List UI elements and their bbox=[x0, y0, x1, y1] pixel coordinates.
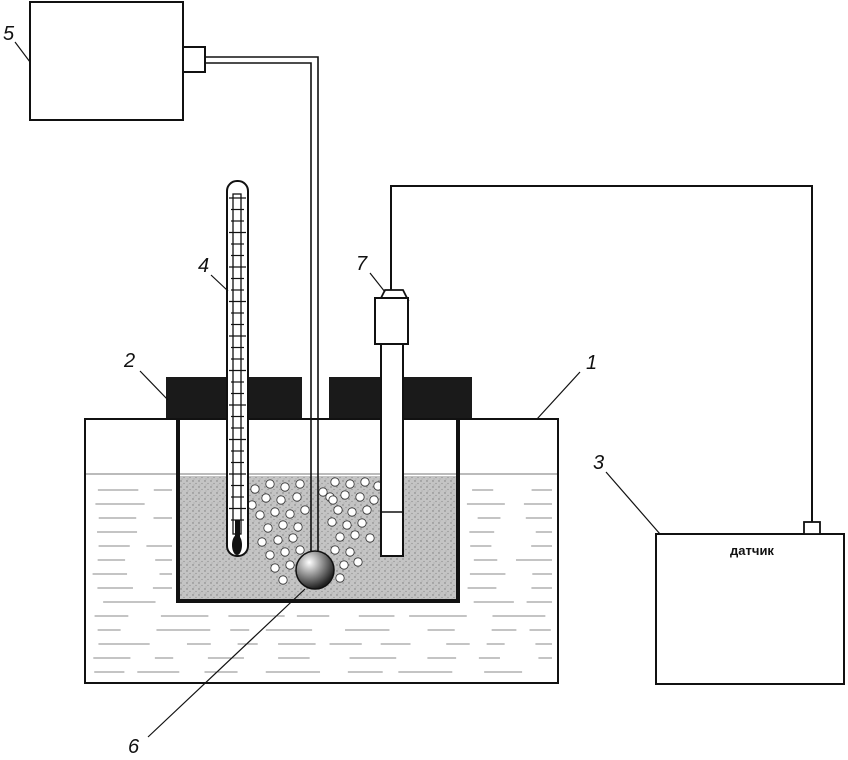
label-3: 3 bbox=[593, 452, 604, 474]
label-1: 1 bbox=[586, 352, 597, 374]
thermometer bbox=[226, 180, 249, 557]
gas-bubble-icon bbox=[278, 575, 288, 585]
gas-bubble-icon bbox=[292, 492, 302, 502]
gas-bubble-icon bbox=[330, 477, 340, 487]
gas-bubble-icon bbox=[360, 477, 370, 487]
gas-bubble-icon bbox=[347, 507, 357, 517]
gas-bubble-icon bbox=[295, 479, 305, 489]
gas-bubble-icon bbox=[342, 520, 352, 530]
gas-bubble-icon bbox=[362, 505, 372, 515]
gas-bubble-icon bbox=[280, 482, 290, 492]
water-hatching bbox=[92, 489, 552, 673]
label-5: 5 bbox=[3, 23, 15, 45]
gas-bubble-icon bbox=[355, 492, 365, 502]
gas-bubble-icon bbox=[278, 520, 288, 530]
label-6: 6 bbox=[128, 736, 140, 758]
gas-bubble-icon bbox=[318, 487, 328, 497]
lid bbox=[166, 377, 472, 418]
gas-bubble-icon bbox=[345, 479, 355, 489]
gas-bubble-icon bbox=[265, 550, 275, 560]
gas-tube bbox=[205, 56, 319, 560]
label-7: 7 bbox=[356, 253, 368, 275]
gas-bubble-icon bbox=[257, 537, 267, 547]
gas-sphere-icon bbox=[295, 550, 335, 590]
gas-bubble-icon bbox=[265, 479, 275, 489]
gas-bubble-icon bbox=[276, 495, 286, 505]
gas-bubble-icon bbox=[288, 533, 298, 543]
callouts: 5 4 7 2 1 3 6 bbox=[3, 23, 661, 758]
gas-bubble-icon bbox=[350, 530, 360, 540]
gas-bubble-icon bbox=[330, 545, 340, 555]
gas-bubble-icon bbox=[261, 493, 271, 503]
gas-bubble-icon bbox=[340, 490, 350, 500]
gas-bubbles bbox=[247, 477, 383, 585]
label-4: 4 bbox=[198, 255, 209, 277]
gas-bubble-icon bbox=[345, 547, 355, 557]
gas-bubble-icon bbox=[335, 573, 345, 583]
gas-bubble-icon bbox=[357, 518, 367, 528]
electrode-cable bbox=[390, 185, 813, 522]
gas-bubble-icon bbox=[263, 523, 273, 533]
gas-bubble-icon bbox=[293, 522, 303, 532]
gas-source bbox=[29, 1, 206, 121]
gas-bubble-icon bbox=[333, 505, 343, 515]
gas-bubble-icon bbox=[285, 560, 295, 570]
gas-bubble-icon bbox=[327, 517, 337, 527]
gas-bubble-icon bbox=[273, 535, 283, 545]
gas-bubble-icon bbox=[280, 547, 290, 557]
gas-bubble-icon bbox=[270, 563, 280, 573]
gas-bubble-icon bbox=[369, 495, 379, 505]
gas-bubble-icon bbox=[270, 507, 280, 517]
gas-bubble-icon bbox=[300, 505, 310, 515]
gas-bubble-icon bbox=[328, 495, 338, 505]
gas-bubble-icon bbox=[335, 532, 345, 542]
sensor-label: датчик bbox=[730, 543, 774, 558]
gas-bubble-icon bbox=[255, 510, 265, 520]
gas-bubble-icon bbox=[353, 557, 363, 567]
gas-bubble-icon bbox=[365, 533, 375, 543]
gas-bubble-icon bbox=[339, 560, 349, 570]
gas-bubble-icon bbox=[250, 484, 260, 494]
gas-bubble-icon bbox=[247, 500, 257, 510]
gas-bubble-icon bbox=[285, 509, 295, 519]
gas-bubble-icon bbox=[295, 545, 305, 555]
label-2: 2 bbox=[123, 350, 135, 372]
electrode bbox=[374, 289, 410, 557]
meter: датчик bbox=[655, 521, 845, 685]
thermometer-scale bbox=[229, 197, 246, 521]
